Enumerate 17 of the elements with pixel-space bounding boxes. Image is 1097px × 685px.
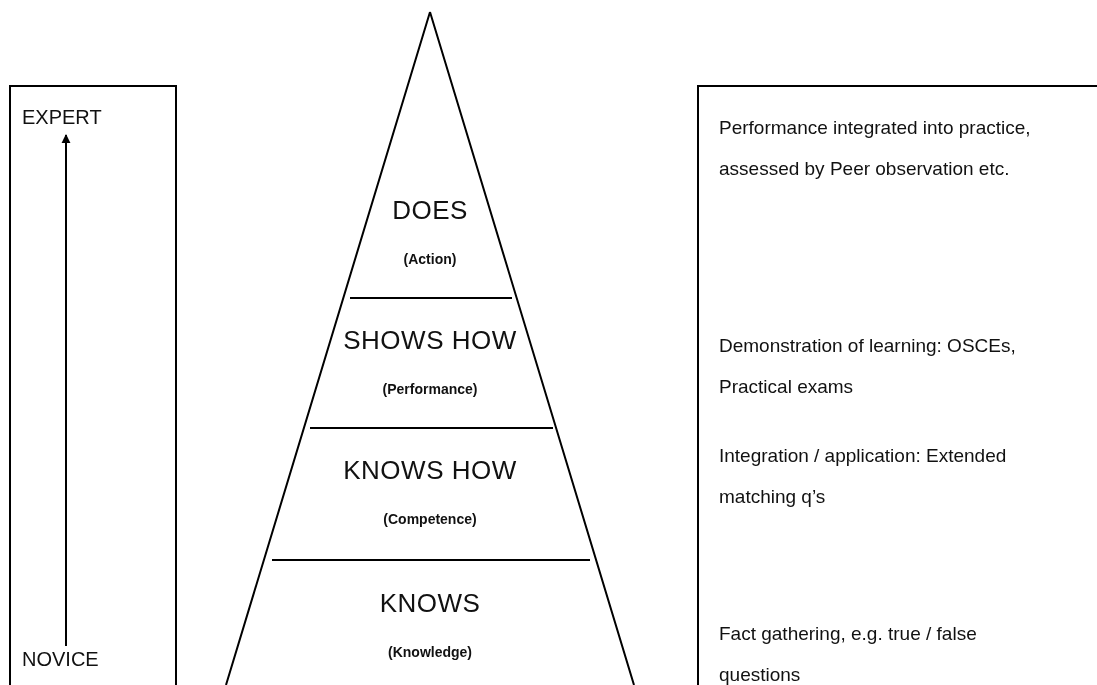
assessment-description: Fact gathering, e.g. true / false questions [719, 622, 978, 685]
assessment-description: Demonstration of learning: OSCEs, Practical exams [719, 334, 1017, 399]
tier-heading: KNOWS [378, 588, 482, 619]
panel [9, 85, 177, 685]
assessment-description: Integration / application: Extended matching q’s [719, 444, 1008, 509]
tier-subtitle: (Competence) [382, 511, 478, 527]
tier-subtitle: (Performance) [381, 381, 479, 397]
arrow [61, 134, 71, 647]
level-label: NOVICE [22, 648, 99, 671]
tier-heading: DOES [391, 195, 469, 226]
tier-heading: KNOWS HOW [342, 455, 518, 486]
level-label: EXPERT [22, 106, 102, 129]
tier-subtitle: (Knowledge) [387, 644, 473, 660]
tier-heading: SHOWS HOW [342, 325, 518, 356]
assessment-description: Performance integrated into practice, assessed by Peer observation etc. [719, 116, 1032, 181]
panel [697, 85, 1097, 685]
tier-subtitle: (Action) [402, 251, 458, 267]
